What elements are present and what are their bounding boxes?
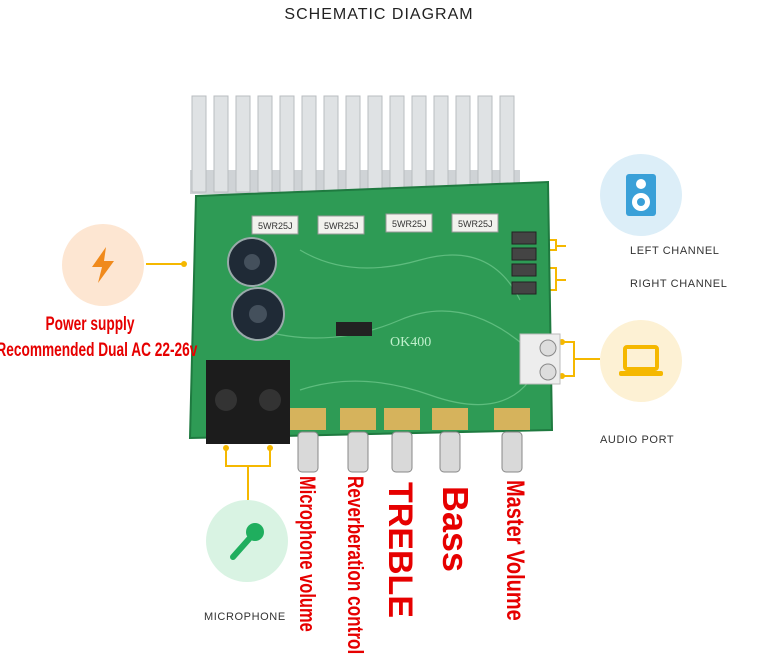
resistor-label: 5WR25J: [392, 219, 427, 229]
right-channel-label: RIGHT CHANNEL: [630, 278, 728, 290]
page-title: SCHEMATIC DIAGRAM: [284, 6, 474, 23]
audio-port-label: AUDIO PORT: [600, 434, 675, 446]
lightning-icon: [62, 224, 144, 306]
knob-label-microphone-volume: Microphone volume: [295, 476, 320, 632]
resistor-label: 5WR25J: [458, 219, 493, 229]
speaker-icon: [600, 154, 682, 236]
laptop-icon: [600, 320, 682, 402]
heat-sink: [190, 95, 520, 194]
resistor-label: 5WR25J: [258, 221, 293, 231]
power-supply-recommendation: Recommended Dual AC 22-26v: [0, 340, 198, 361]
knob-label-bass: Bass: [435, 486, 476, 573]
microphone-label: MICROPHONE: [204, 611, 286, 623]
board-model: OK400: [390, 335, 431, 350]
knob-label-treble: TREBLE: [381, 482, 419, 618]
knob-label-master-volume: Master Volume: [501, 480, 529, 621]
resistor-label: 5WR25J: [324, 221, 359, 231]
microphone-icon: [206, 500, 288, 582]
left-channel-label: LEFT CHANNEL: [630, 245, 720, 257]
knob-row: [290, 408, 530, 473]
power-supply-label: Power supply: [45, 314, 135, 335]
knob-label-reverberation: Reverberation control: [343, 476, 368, 655]
ic-chip: [336, 322, 372, 336]
